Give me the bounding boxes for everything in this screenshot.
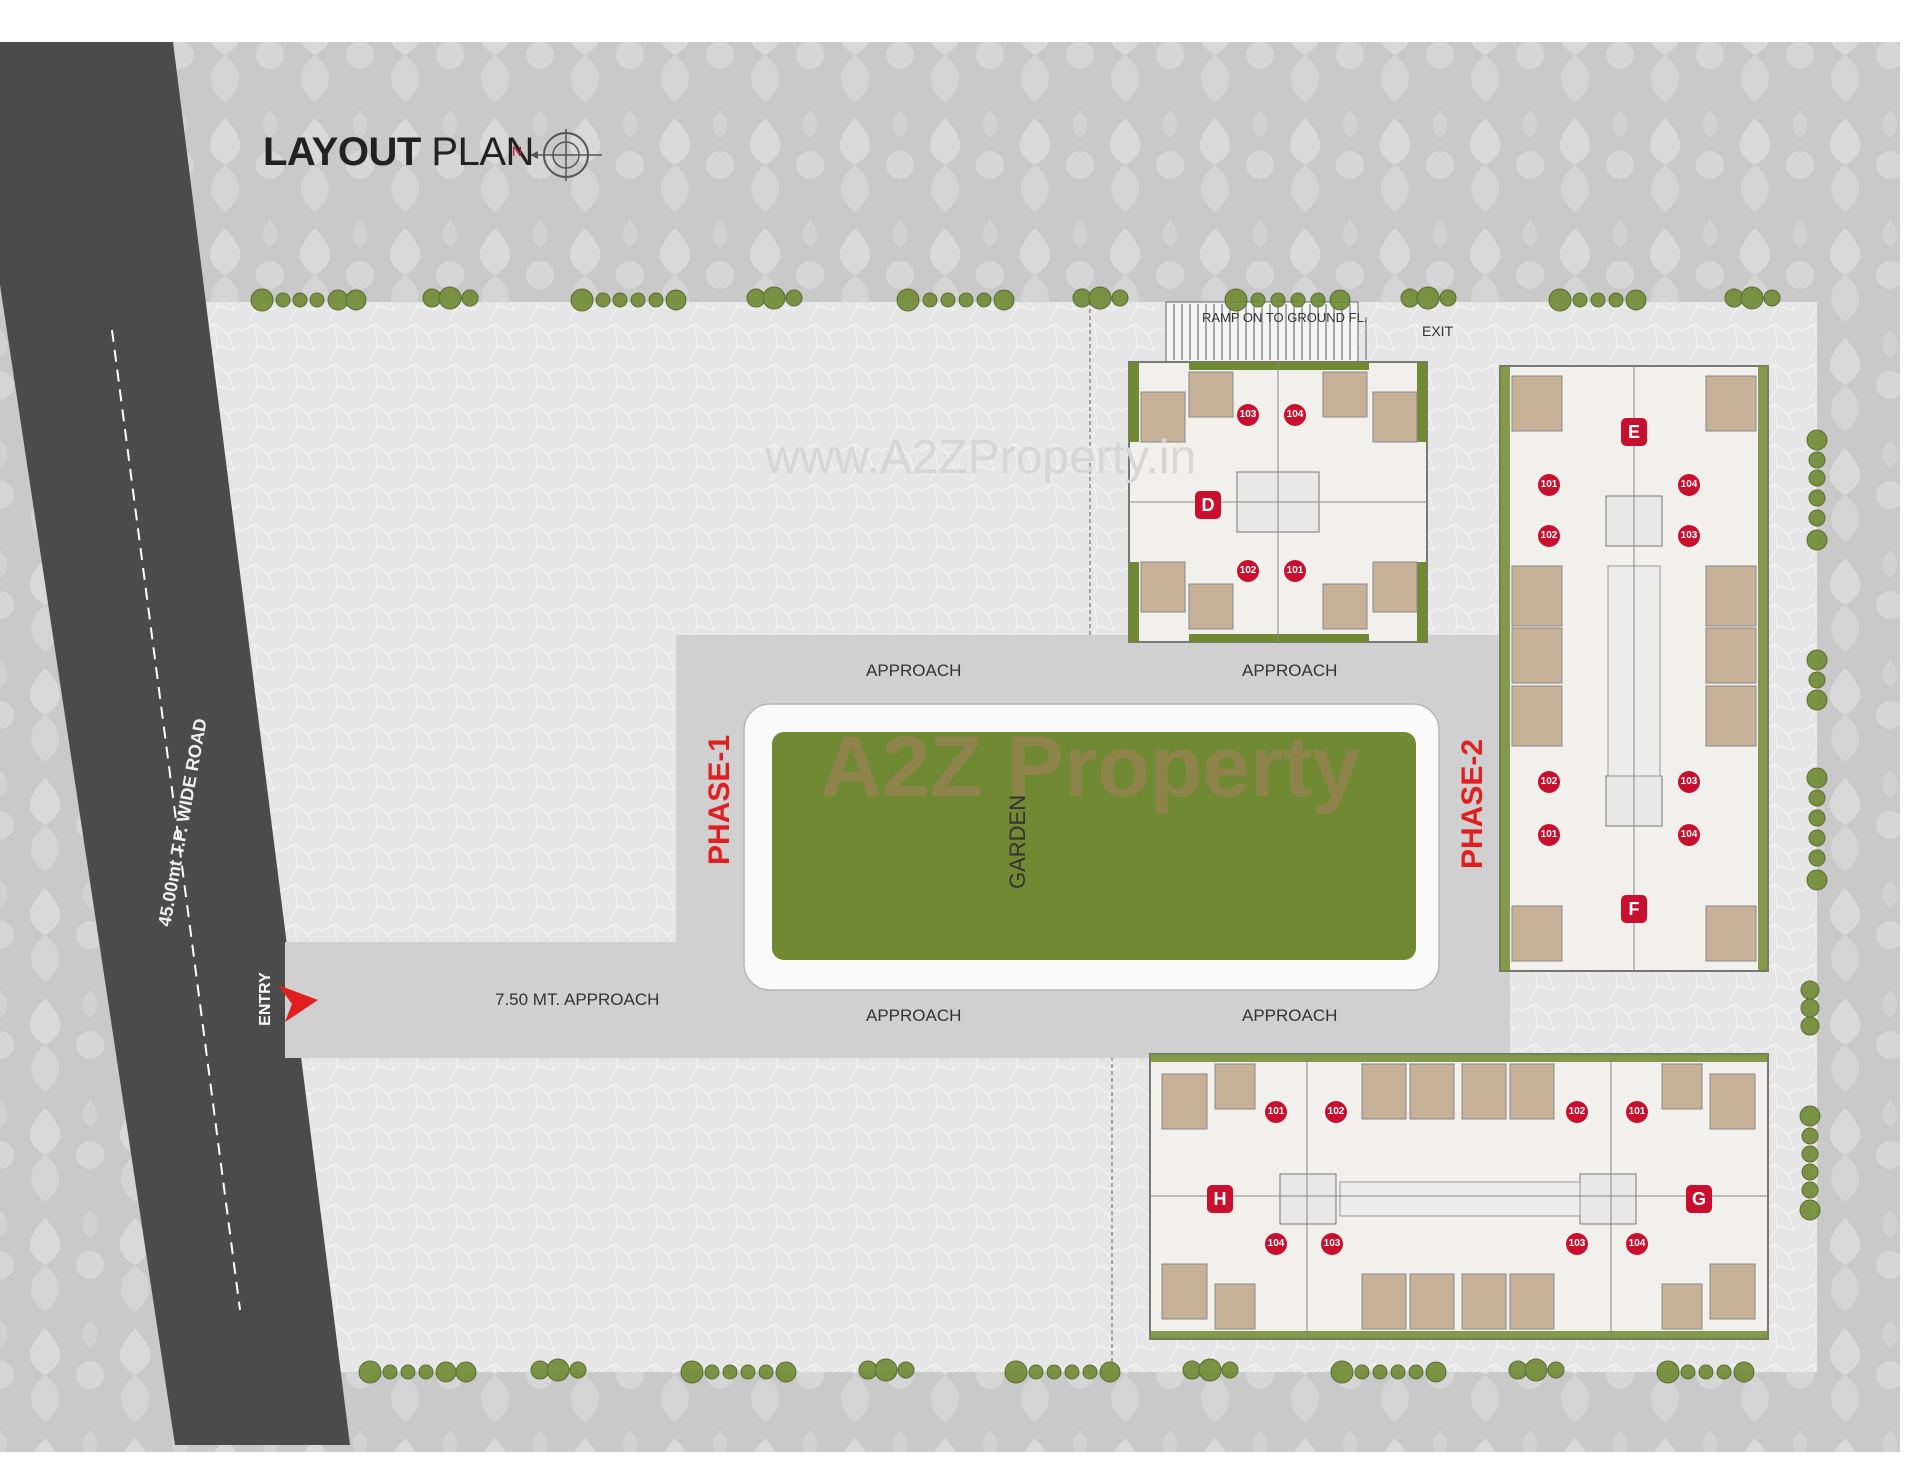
- unit-badge: 102: [1237, 560, 1259, 582]
- phase-1-label: PHASE-1: [703, 734, 736, 865]
- garden-label: GARDEN: [1005, 794, 1030, 889]
- phase-2-label: PHASE-2: [1456, 738, 1489, 869]
- title-bold: LAYOUT: [263, 130, 421, 174]
- unit-badge: 102: [1325, 1101, 1347, 1123]
- road-center-line: [111, 329, 241, 1311]
- building-block-hg: [1149, 1053, 1769, 1340]
- unit-badge: 103: [1678, 525, 1700, 547]
- block-d-badge: D: [1195, 491, 1221, 519]
- unit-badge: 103: [1321, 1233, 1343, 1255]
- approach-label-bottom-left: APPROACH: [866, 1006, 962, 1025]
- unit-badge: 101: [1265, 1101, 1287, 1123]
- main-road: [0, 42, 350, 1445]
- block-g-badge: G: [1686, 1185, 1712, 1213]
- tree-row: [250, 286, 1828, 1384]
- watermark-brand: A2Z Property: [820, 719, 1361, 815]
- unit-badge: 104: [1284, 404, 1306, 426]
- page-title: LAYOUT PLAN: [263, 130, 534, 175]
- entry-label: ENTRY: [257, 972, 274, 1026]
- unit-badge: 101: [1538, 824, 1560, 846]
- unit-badge: 103: [1237, 404, 1259, 426]
- unit-badge: 104: [1678, 824, 1700, 846]
- block-e-badge: E: [1621, 418, 1647, 446]
- main-approach-label: 7.50 MT. APPROACH: [495, 990, 660, 1009]
- unit-badge: 103: [1566, 1233, 1588, 1255]
- approach-label-top-right: APPROACH: [1242, 661, 1338, 680]
- unit-badge: 104: [1265, 1233, 1287, 1255]
- compass-north-label: N: [512, 143, 523, 159]
- exit-label: EXIT: [1422, 323, 1454, 339]
- unit-badge: 102: [1566, 1101, 1588, 1123]
- approach-label-bottom-right: APPROACH: [1242, 1006, 1338, 1025]
- ramp-label: RAMP ON TO GROUND FL.: [1202, 310, 1368, 325]
- compass-icon: [530, 129, 602, 181]
- entry-arrow-icon: [278, 985, 318, 1022]
- block-h-badge: H: [1207, 1185, 1233, 1213]
- unit-badge: 104: [1678, 474, 1700, 496]
- block-f-badge: F: [1621, 895, 1647, 923]
- approach-label-top-left: APPROACH: [866, 661, 962, 680]
- building-block-ef: [1499, 365, 1769, 972]
- unit-badge: 102: [1538, 771, 1560, 793]
- building-block-d: [1128, 361, 1428, 643]
- watermark-url: www.A2ZProperty.in: [765, 431, 1197, 484]
- unit-badge: 104: [1626, 1233, 1648, 1255]
- unit-badge: 103: [1678, 771, 1700, 793]
- unit-badge: 101: [1626, 1101, 1648, 1123]
- unit-badge: 101: [1538, 474, 1560, 496]
- garden: [772, 732, 1416, 960]
- title-normal: PLAN: [431, 130, 534, 174]
- unit-badge: 102: [1538, 525, 1560, 547]
- unit-badge: 101: [1284, 560, 1306, 582]
